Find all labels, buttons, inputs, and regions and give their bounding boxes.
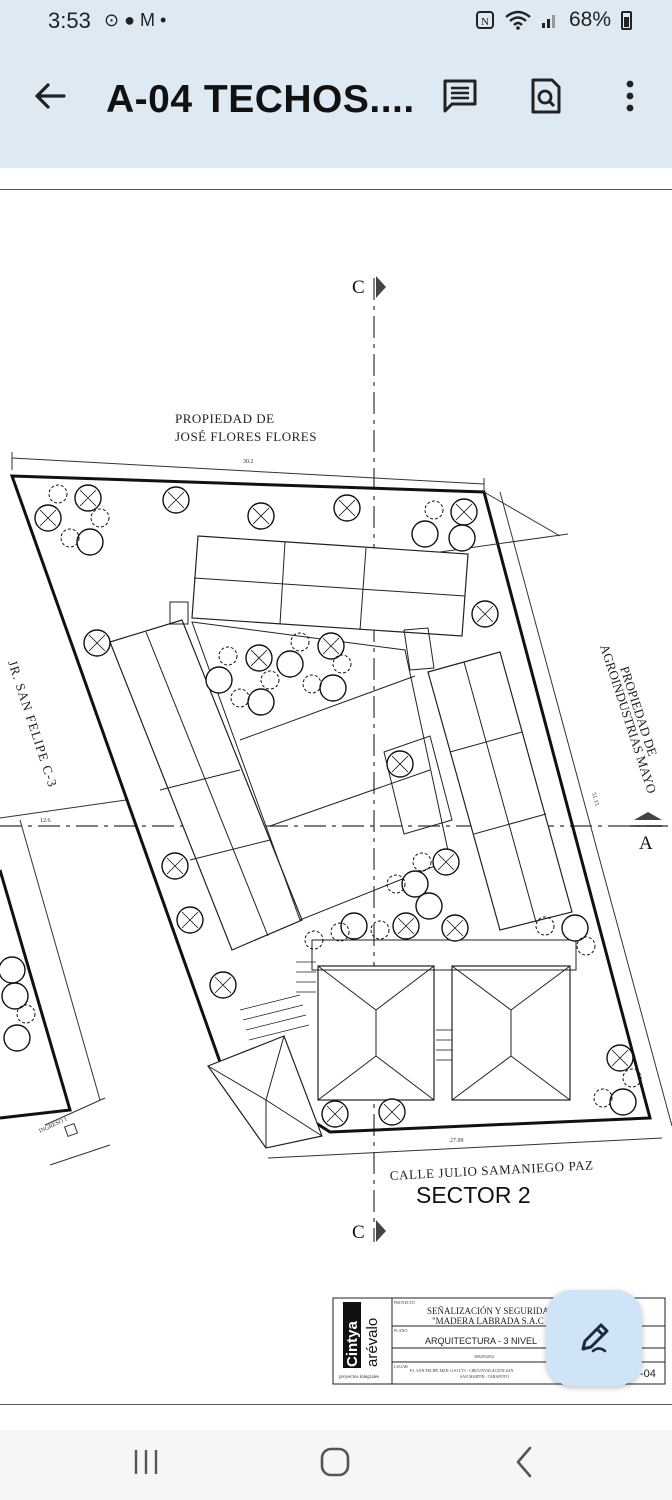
logo-arevalo: arévalo [364, 1318, 381, 1367]
search-document-icon[interactable] [526, 76, 566, 116]
south-street: CALLE JULIO SAMANIEGO PAZ [389, 1157, 594, 1183]
lugar-line-1: P.J. SAN FELIPE MZD. G1O LT3 - CIRCUNVAL… [410, 1368, 514, 1373]
project-line-2: "MADERA LABRADA S.A.C [432, 1316, 544, 1326]
north-owner-1: PROPIEDAD DE [175, 411, 275, 426]
label-lugar: LUGAR [394, 1364, 408, 1369]
recents-icon[interactable] [128, 1444, 164, 1480]
sector-label: SECTOR 2 [416, 1182, 531, 1208]
dim-right: 51.15 [590, 792, 599, 807]
site-plan-drawing: C C A PROPIEDAD DE JOSÉ FLORES FLORES PR… [0, 276, 672, 1385]
annotate-fab[interactable] [546, 1290, 642, 1386]
sheet-number: -04 [640, 1368, 656, 1380]
project-line-1: SEÑALIZACIÓN Y SEGURIDA [427, 1306, 549, 1316]
section-a-right: A [639, 833, 653, 854]
comment-icon[interactable] [440, 76, 480, 116]
svg-text:N: N [481, 16, 489, 28]
arrow-back-icon[interactable] [30, 76, 70, 116]
signal-icon [541, 15, 555, 28]
back-nav-icon[interactable] [506, 1444, 542, 1480]
logo-sub: proyectos integrales [339, 1375, 379, 1380]
dim-bottom: 27.99 [450, 1138, 464, 1144]
plano-code: 3082852052 [474, 1354, 494, 1359]
status-right: N 68% [475, 8, 632, 32]
sheet-edge-top [0, 189, 672, 190]
document-title: A-04 TECHOS.... [106, 78, 415, 121]
notification-icons: ⊙ ● M • [104, 10, 167, 30]
section-c-top: C [352, 277, 365, 298]
home-icon[interactable] [317, 1444, 353, 1480]
north-owner-2: JOSÉ FLORES FLORES [175, 429, 317, 444]
wifi-icon [505, 10, 531, 30]
ingreso-label: INGRESO 1 [38, 1116, 68, 1134]
logo-cintya: Cintya [344, 1321, 361, 1368]
edit-pen-icon [581, 1323, 609, 1353]
dim-left: 12.6 [40, 818, 51, 824]
document-viewer[interactable] [0, 168, 672, 1430]
battery-icon [621, 10, 632, 30]
system-nav-bar [0, 1430, 672, 1500]
dim-top: 30.2 [243, 459, 254, 465]
label-plano: PLANO [394, 1328, 407, 1333]
west-street: JR. SAN FELIPE C-3 [5, 658, 60, 789]
section-c-bottom: C [352, 1222, 365, 1243]
status-time: 3:53 [48, 8, 91, 33]
plano-name: ARQUITECTURA - 3 NIVEL [425, 1336, 537, 1346]
status-bar: 3:53 ⊙ ● M • N 68% [0, 0, 672, 44]
sheet-edge-bottom [0, 1404, 672, 1405]
label-proyecto: PROYECTO [394, 1300, 415, 1305]
lugar-line-2: SAN MARTIN - TARAPOTO [460, 1374, 509, 1379]
battery-percent: 68% [568, 8, 611, 31]
more-vert-icon[interactable] [610, 76, 650, 116]
nfc-icon: N [475, 11, 494, 29]
